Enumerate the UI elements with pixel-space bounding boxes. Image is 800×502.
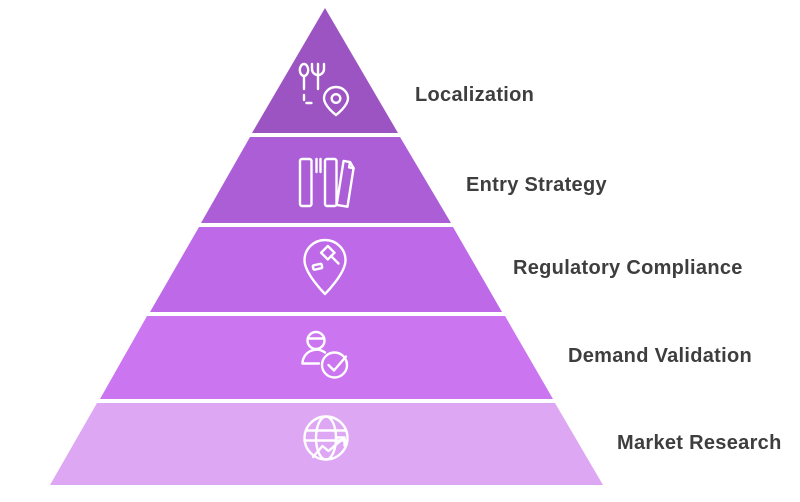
gavel-location-pin-icon bbox=[303, 238, 347, 296]
level-label-localization: Localization bbox=[415, 84, 535, 106]
globe-growth-arrow-icon bbox=[303, 415, 349, 461]
books-shelf-icon bbox=[298, 157, 355, 208]
pyramid-level-demand-validation bbox=[100, 316, 553, 399]
person-check-icon bbox=[301, 330, 349, 379]
level-label-regulatory-compliance: Regulatory Compliance bbox=[513, 257, 743, 279]
level-label-market-research: Market Research bbox=[617, 432, 782, 454]
level-label-demand-validation: Demand Validation bbox=[568, 345, 753, 367]
pyramid-level-regulatory-compliance bbox=[150, 227, 502, 312]
utensils-location-pin-icon bbox=[298, 62, 350, 117]
pyramid-level-market-research bbox=[50, 403, 603, 485]
level-label-entry-strategy: Entry Strategy bbox=[466, 174, 607, 196]
